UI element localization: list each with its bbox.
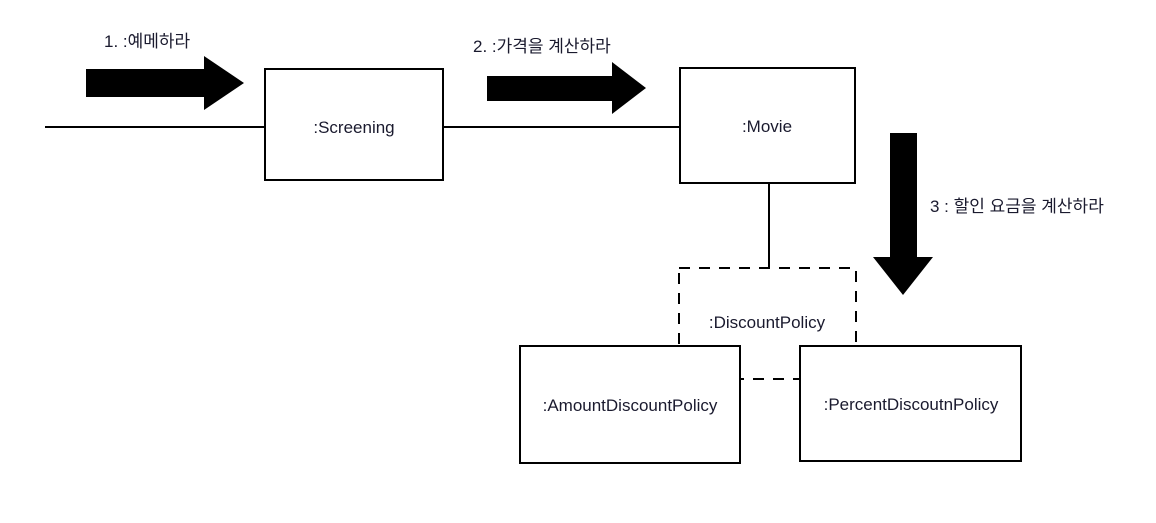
- message-label-3: 3 : 할인 요금을 계산하라: [930, 197, 1104, 216]
- screening-box[interactable]: [264, 68, 444, 181]
- message-arrow-3[interactable]: [873, 133, 933, 295]
- message-arrow-3-glyph[interactable]: [873, 133, 933, 295]
- message-arrow-2-glyph[interactable]: [487, 62, 646, 114]
- discount-policy-label: :DiscountPolicy: [709, 313, 826, 332]
- amount-discount-policy-box[interactable]: [519, 345, 741, 464]
- link-group: [45, 126, 770, 269]
- amount-discount-policy-label: :AmountDiscountPolicy: [543, 396, 718, 415]
- message-label-2: 2. :가격을 계산하라: [473, 37, 611, 56]
- object-percent-discount-policy[interactable]: :PercentDiscoutnPolicy: [799, 345, 1022, 462]
- object-movie[interactable]: :Movie: [679, 67, 856, 184]
- message-label-1: 1. :예메하라: [104, 32, 191, 51]
- percent-discount-policy-box[interactable]: [799, 345, 1022, 462]
- object-screening[interactable]: :Screening: [264, 68, 444, 181]
- message-arrow-1[interactable]: [86, 56, 244, 110]
- message-arrow-2[interactable]: [487, 62, 646, 114]
- percent-discount-policy-label: :PercentDiscoutnPolicy: [824, 395, 999, 414]
- movie-box[interactable]: [679, 67, 856, 184]
- message-arrow-1-glyph[interactable]: [86, 56, 244, 110]
- screening-label: :Screening: [313, 118, 394, 137]
- movie-label: :Movie: [742, 117, 792, 136]
- object-amount-discount-policy[interactable]: :AmountDiscountPolicy: [519, 345, 741, 464]
